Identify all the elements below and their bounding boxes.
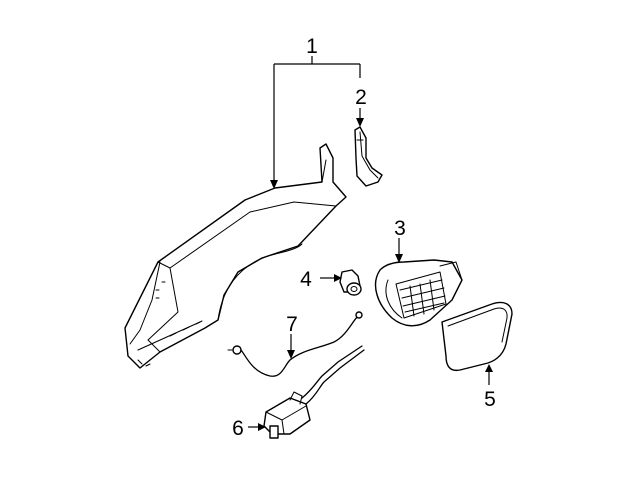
leader-4 — [320, 274, 342, 282]
callout-6: 6 — [232, 417, 244, 440]
callout-7: 7 — [286, 313, 298, 336]
callout-3: 3 — [394, 217, 406, 240]
callout-2: 2 — [355, 86, 367, 109]
leader-6 — [248, 423, 266, 431]
part-6-actuator[interactable] — [263, 345, 365, 439]
part-2-bracket[interactable] — [354, 126, 383, 187]
callout-5: 5 — [484, 388, 496, 411]
callout-1: 1 — [306, 35, 318, 58]
leader-2 — [356, 108, 364, 127]
part-7-release-cable[interactable] — [227, 311, 363, 377]
leader-5 — [485, 364, 493, 385]
leader-1 — [270, 56, 361, 189]
part-5-fuel-door[interactable] — [441, 301, 513, 372]
part-1-quarter-panel[interactable] — [124, 143, 347, 369]
leader-3 — [395, 238, 403, 263]
part-4-grommet[interactable] — [339, 269, 362, 296]
leader-7 — [287, 334, 295, 359]
callout-4: 4 — [300, 268, 312, 291]
part-3-filler-housing[interactable] — [374, 259, 463, 327]
